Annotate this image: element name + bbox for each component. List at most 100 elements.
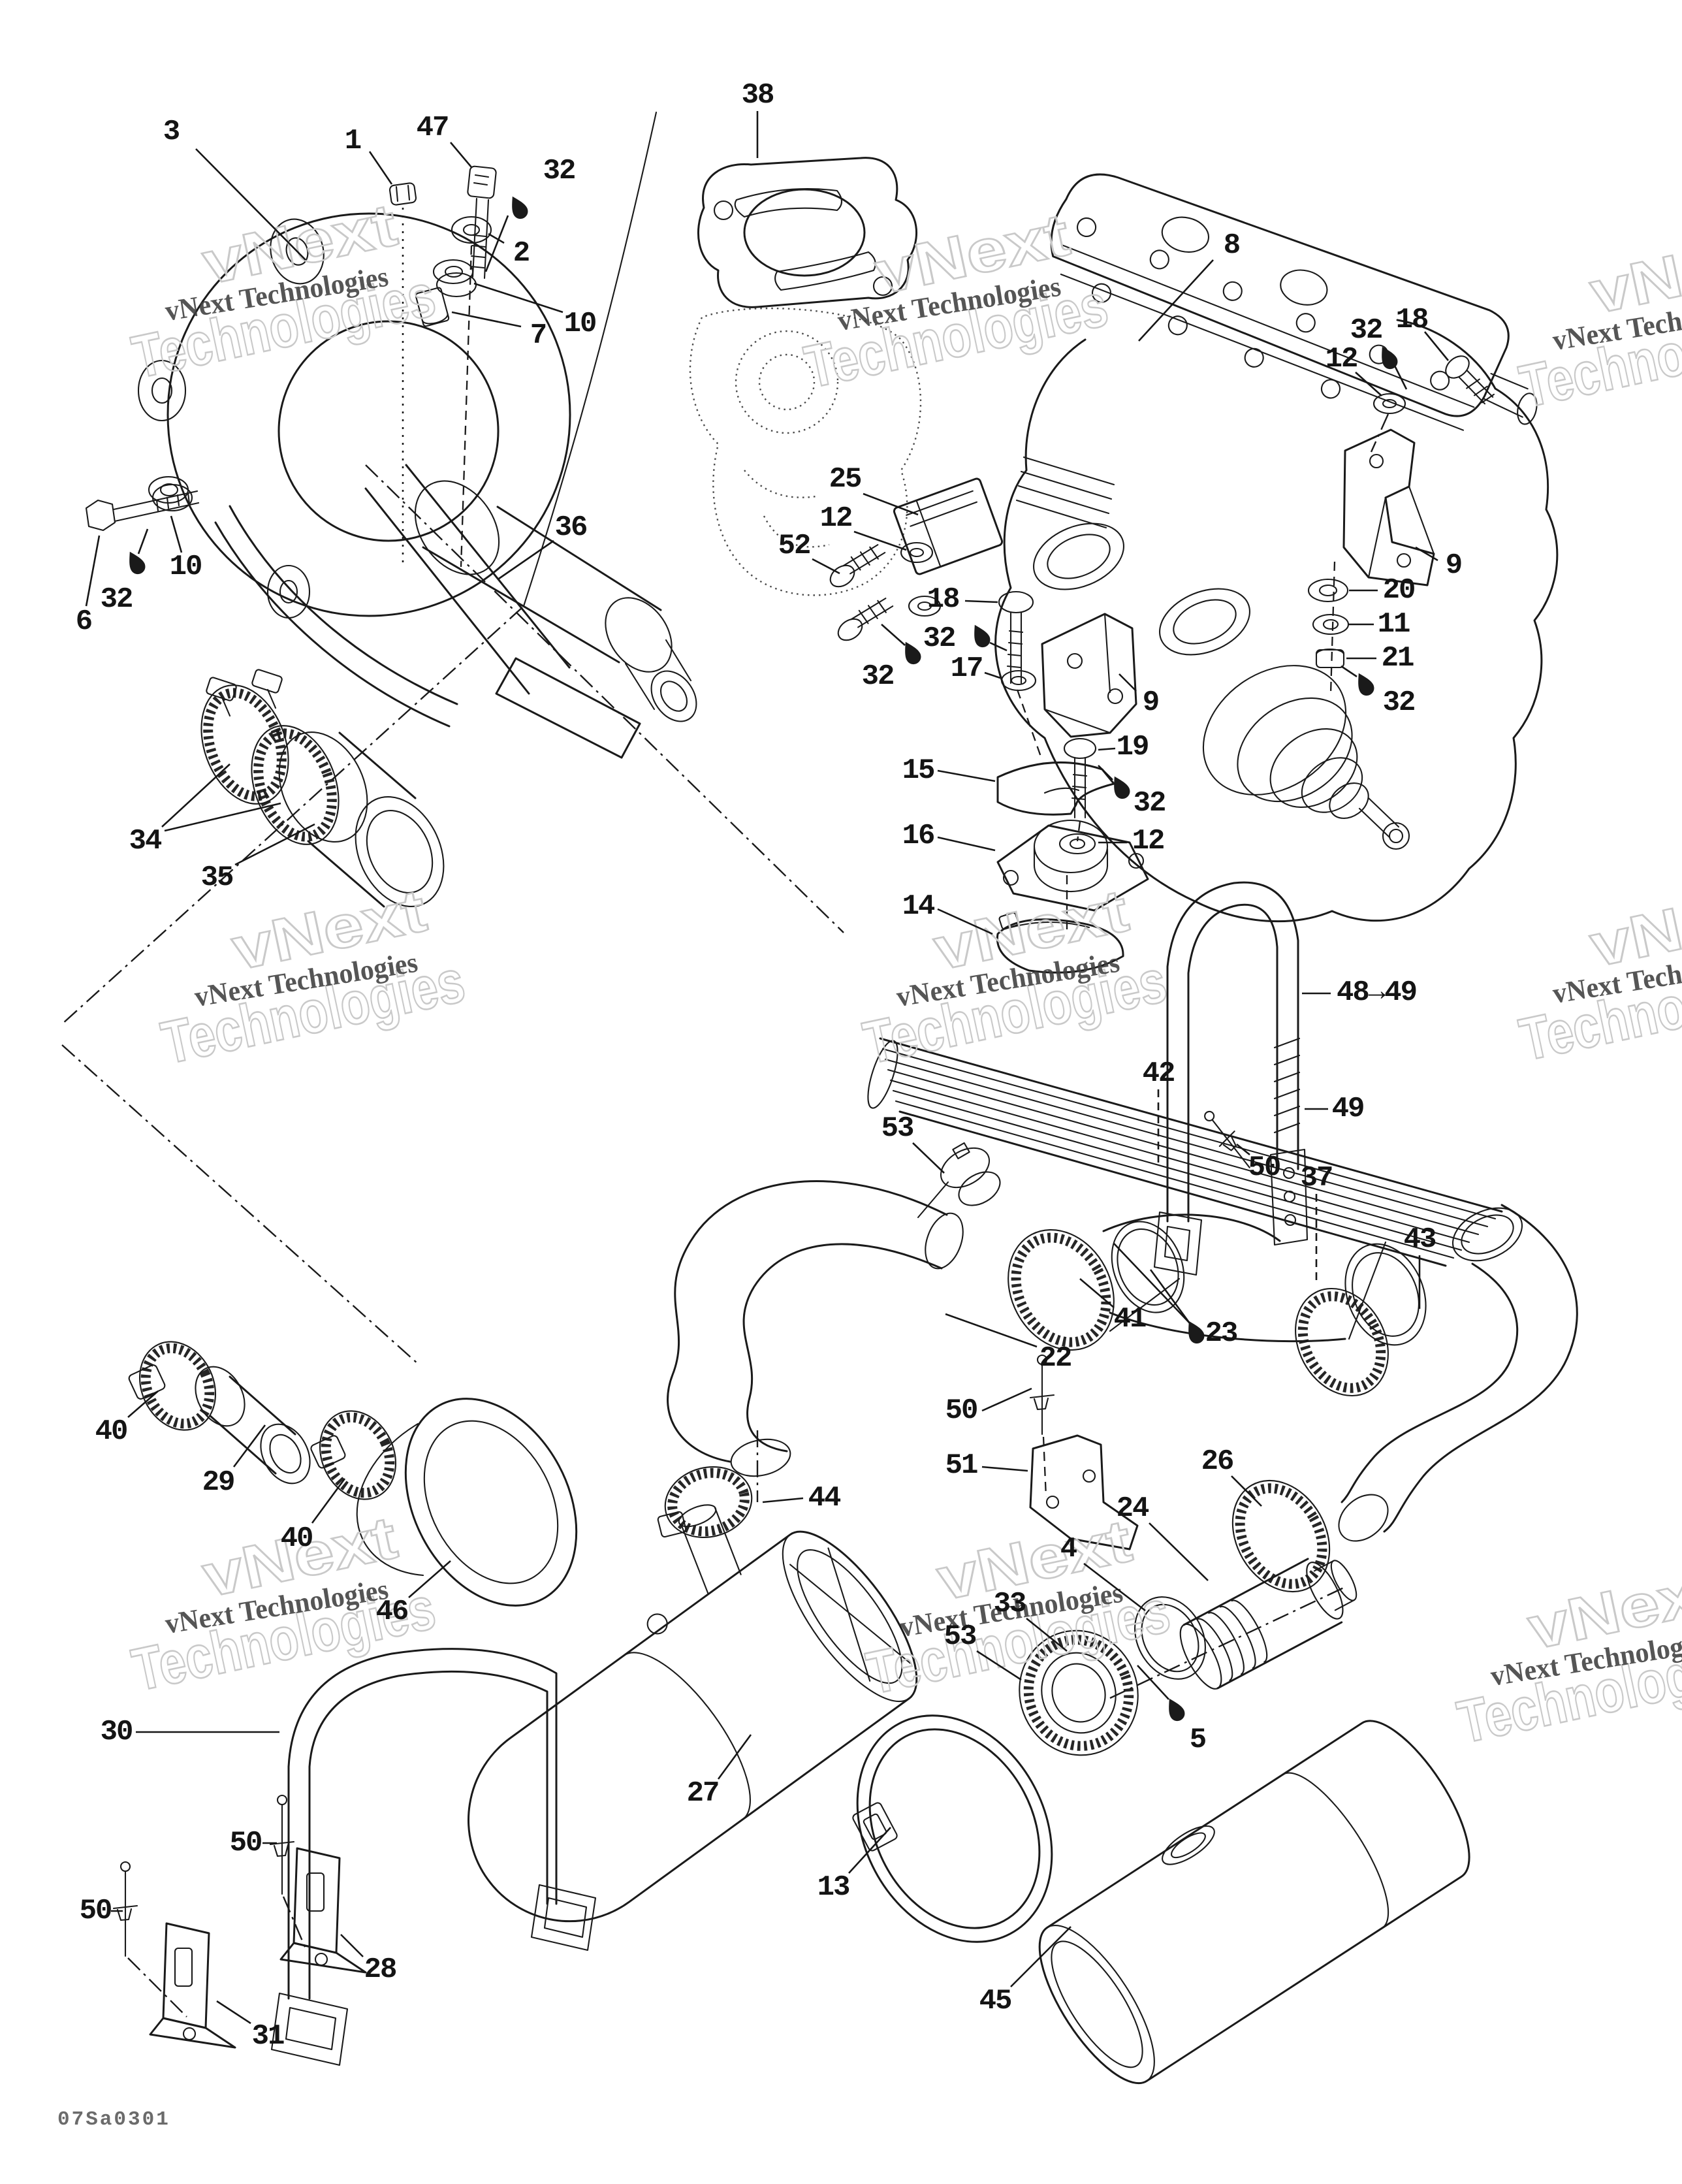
part-callout-32: 32: [1382, 686, 1416, 719]
ring13-art: [852, 1714, 1053, 1943]
part-callout-2: 2: [513, 237, 530, 270]
leader-line-32: [484, 215, 509, 272]
part-callout-4: 4: [1060, 1533, 1077, 1566]
leader-line-6: [85, 535, 101, 607]
part-callout-9: 9: [1142, 686, 1160, 719]
leader-line-2: [488, 233, 505, 244]
leader-line-25: [863, 492, 919, 516]
leader-line-5: [1137, 1665, 1169, 1700]
leader-line-32: [1393, 365, 1408, 390]
part-callout-32: 32: [861, 660, 895, 693]
leader-line-7: [451, 311, 522, 328]
part-callout-46: 46: [375, 1596, 409, 1628]
leader-line-9: [1119, 673, 1137, 692]
leader-line-45: [1010, 1926, 1071, 1987]
leader-line-9: [1415, 546, 1438, 562]
part-callout-13: 13: [817, 1871, 851, 1904]
engine-art: [994, 173, 1559, 923]
oil-drop-icon: [1169, 1698, 1185, 1722]
leader-line-41: [1079, 1278, 1115, 1308]
left-hardware-art: [85, 475, 200, 532]
part-callout-18: 18: [1395, 304, 1429, 336]
part-callout-50: 50: [945, 1394, 979, 1427]
straps30-art: [112, 1648, 597, 2066]
part-callout-40: 40: [95, 1415, 129, 1448]
routing-lines-art: [61, 464, 1346, 1699]
leader-line-27: [717, 1734, 752, 1780]
leader-line-10: [170, 515, 183, 553]
leader-line-16: [937, 836, 996, 852]
oil-drop-icon: [129, 551, 146, 575]
leader-line-15: [937, 769, 996, 782]
oil-drop-icon: [974, 624, 991, 648]
part-callout-9: 9: [1445, 549, 1463, 582]
part-callout-11: 11: [1377, 608, 1411, 641]
part-callout-41: 41: [1113, 1303, 1147, 1336]
leader-line-4: [1083, 1562, 1146, 1612]
leader-line-51: [981, 1466, 1028, 1472]
leader-line-13: [848, 1827, 891, 1874]
part-callout-20: 20: [1382, 574, 1416, 607]
cable-tie-icon: [917, 1142, 1001, 1219]
leader-line-35: [234, 823, 315, 866]
part-callout-32: 32: [1350, 314, 1384, 347]
leader-line-53: [976, 1650, 1022, 1681]
part-callout-53: 53: [944, 1620, 977, 1653]
rivet-icon: [1029, 1354, 1055, 1436]
leader-line-53: [912, 1142, 945, 1174]
part-callout-42: 42: [1142, 1057, 1176, 1090]
part-callout-33: 33: [993, 1588, 1027, 1620]
leader-line-17: [984, 671, 1001, 679]
outlet-fitting-art: [1019, 1558, 1357, 1756]
part-callout-1: 1: [344, 125, 362, 157]
clamp-41: [1011, 1232, 1111, 1347]
leader-line-22: [945, 1313, 1038, 1348]
part-callout-5: 5: [1189, 1724, 1207, 1756]
gasket-carb-art: [522, 111, 922, 607]
leader-line-50: [981, 1387, 1032, 1412]
part-callout-47: 47: [416, 112, 450, 144]
leader-line-47: [450, 142, 472, 168]
muffler-body-art: [137, 212, 697, 759]
part-callout-31: 31: [251, 2020, 285, 2053]
leader-line-14: [937, 908, 993, 935]
part-callout-12: 12: [819, 502, 853, 535]
part-callout-53: 53: [881, 1112, 915, 1145]
part-callout-8: 8: [1223, 229, 1241, 262]
part-callout-25: 25: [829, 463, 863, 496]
part-callout-50: 50: [229, 1827, 263, 1859]
leader-line-28: [340, 1934, 364, 1957]
leader-line-40: [311, 1478, 346, 1524]
part-callout-12: 12: [1325, 343, 1359, 376]
muffler27-art: [468, 1354, 1139, 1923]
leader-line-18: [964, 600, 998, 603]
part-callout-43: 43: [1403, 1223, 1437, 1256]
leader-line-32: [137, 528, 149, 554]
leader-line-46: [408, 1560, 451, 1598]
part-callout-32: 32: [543, 155, 577, 187]
strap4849-art: [1153, 881, 1309, 1276]
leader-line-26: [1231, 1475, 1262, 1507]
part-callout-27: 27: [686, 1777, 720, 1810]
leader-line-32: [881, 624, 906, 646]
topleft-hardware-art: [389, 165, 497, 568]
leader-line-40: [127, 1390, 159, 1418]
leader-line-18: [1423, 331, 1450, 361]
part-callout-28: 28: [364, 1953, 398, 1986]
part-callout-19: 19: [1116, 731, 1150, 763]
oil-drop-icon: [1114, 776, 1130, 799]
part-callout-50: 50: [1248, 1151, 1282, 1184]
leader-line-32: [989, 641, 1008, 652]
leader-line-50: [1236, 1143, 1250, 1156]
part-callout-29: 29: [202, 1466, 236, 1499]
part-callout-16: 16: [902, 820, 936, 852]
leader-line-29: [232, 1424, 266, 1468]
rivet-icon: [112, 1861, 138, 1957]
part-callout-14: 14: [902, 890, 936, 923]
